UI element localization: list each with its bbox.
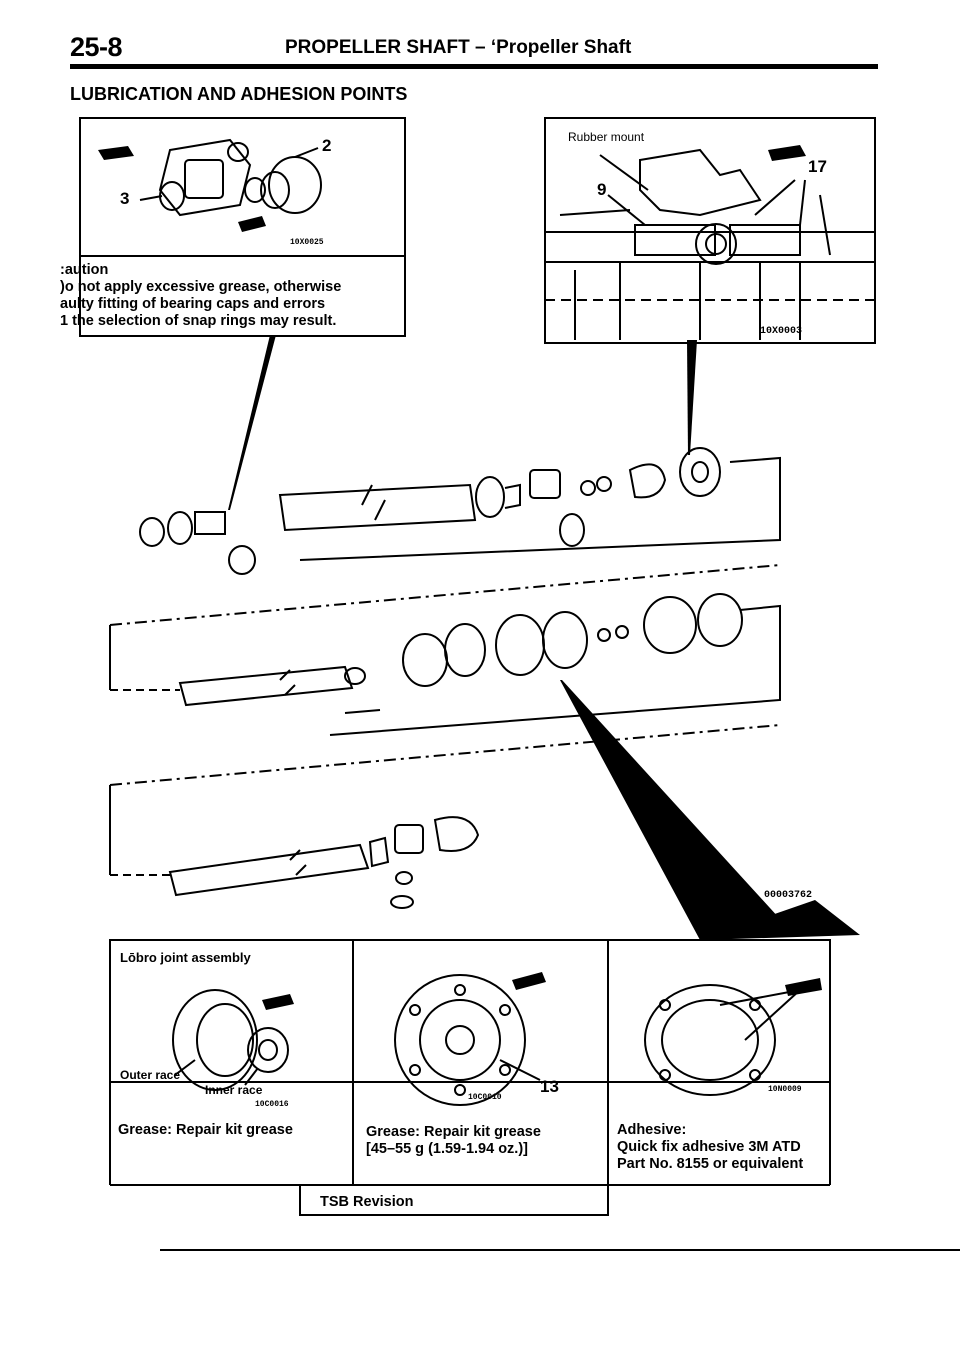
callout-17: 17 <box>808 157 827 176</box>
figure-code-bottom-middle: 10C0010 <box>468 1093 502 1102</box>
caution-line-2: aulty fitting of bearing caps and errors <box>60 296 326 312</box>
shaft-1-drawing <box>139 447 781 575</box>
figure-code-bottom-left: 10C0016 <box>255 1100 289 1109</box>
caption-right-line-1: Adhesive: <box>617 1122 687 1138</box>
callout-13: 13 <box>540 1077 559 1096</box>
shaft-3-drawing <box>110 816 480 909</box>
outer-race-label: Outer race <box>120 1068 181 1082</box>
shaft-2-drawing <box>110 593 781 736</box>
section-title: LUBRICATION AND ADHESION POINTS <box>70 84 408 104</box>
tsb-revision: TSB Revision <box>320 1194 414 1210</box>
callout-2: 2 <box>322 136 332 155</box>
lobro-joint-drawing <box>172 989 289 1091</box>
inner-race-label: Inner race <box>205 1083 263 1097</box>
top-left-panel-frame <box>79 117 406 337</box>
cv-joint-drawing <box>394 974 541 1106</box>
caption-middle-line-2: [45–55 g (1.59-1.94 oz.)] <box>366 1141 528 1157</box>
page-number: 25-8 <box>70 32 123 62</box>
page-title: PROPELLER SHAFT – ‘Propeller Shaft <box>285 37 632 58</box>
caption-middle: Grease: Repair kit grease [45–55 g (1.59… <box>366 1124 541 1158</box>
figure-code-main-1: 00003762 <box>764 890 813 901</box>
caption-right-line-3: Part No. 8155 or equivalent <box>617 1156 804 1172</box>
caption-left: Grease: Repair kit grease <box>118 1122 293 1138</box>
figure-code-top-left: 10X0025 <box>290 238 324 247</box>
caption-right-line-2: Quick fix adhesive 3M ATD <box>617 1139 801 1155</box>
center-bearing-drawing <box>545 148 875 340</box>
top-right-panel-frame <box>544 117 876 344</box>
bottom-panels-frame <box>109 939 831 1083</box>
lobro-title: Lōbro joint assembly <box>120 950 251 965</box>
header-rule <box>70 64 878 69</box>
rubber-mount-label: Rubber mount <box>568 130 645 144</box>
figure-code-top-right: 10X0003 <box>760 326 803 337</box>
caption-right: Adhesive: Quick fix adhesive 3M ATD Part… <box>617 1122 803 1173</box>
caption-middle-line-1: Grease: Repair kit grease <box>366 1124 541 1140</box>
tsb-box <box>299 1184 609 1216</box>
callout-9: 9 <box>597 180 607 199</box>
caution-line-1: )o not apply excessive grease, otherwise <box>60 279 342 295</box>
figure-code-bottom-right: 10N0009 <box>768 1085 802 1094</box>
caution-heading: :aution <box>60 262 109 278</box>
spider-drawing <box>139 138 322 217</box>
callout-3: 3 <box>120 189 130 208</box>
caution-line-3: 1 the selection of snap rings may result… <box>60 313 337 329</box>
figure-code-main-2: 10X0021 <box>748 921 791 932</box>
bearing-ring-drawing <box>644 984 801 1096</box>
caution-block: :aution )o not apply excessive grease, o… <box>60 262 400 330</box>
